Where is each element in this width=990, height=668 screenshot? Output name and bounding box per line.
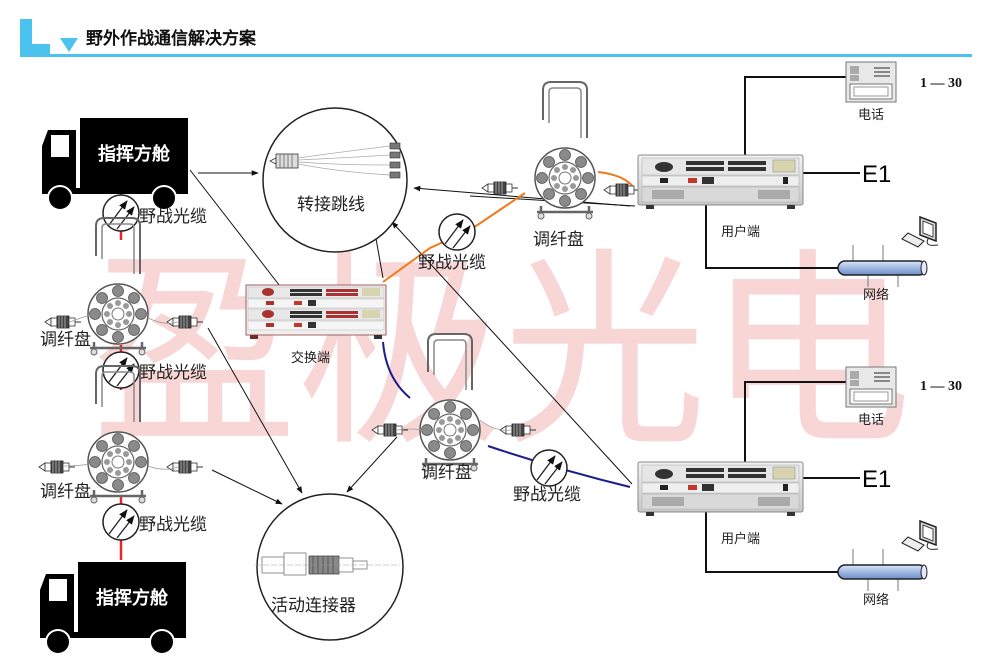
field-cable-5: 野战光缆: [513, 450, 581, 505]
line-truck-to-switch: [189, 169, 284, 291]
exchange-switch: [245, 284, 387, 339]
watermark-text: 盈极光电: [92, 230, 912, 475]
phone-icon: [845, 61, 897, 103]
cable-label-2: 野战光缆: [139, 363, 207, 383]
field-cable-4: 野战光缆: [418, 214, 486, 273]
fiber-reel-center: 调纤盘: [371, 332, 537, 483]
phone2-line: [744, 381, 846, 467]
command-truck-bottom: 指挥方舱: [39, 561, 187, 655]
user-end-label-1: 用户端: [721, 224, 760, 240]
fiber-reel-left-1: 调纤盘: [40, 216, 204, 357]
switch-label: 交换端: [291, 350, 330, 366]
arrow-reel-to-connector: [207, 327, 303, 494]
phone-icon: [845, 366, 897, 408]
fiber-reel-icon: [533, 80, 597, 221]
fiber-reel-top: 调纤盘: [481, 80, 641, 250]
network-label-1: 网络: [863, 287, 889, 303]
cable-label-4: 野战光缆: [418, 253, 486, 273]
patch-cord-icon: [269, 142, 401, 179]
user-end-label-2: 用户端: [721, 531, 760, 547]
page-title: 野外作战通信解决方案: [86, 28, 257, 49]
phone1-line: [744, 76, 846, 155]
cable-label-1: 野战光缆: [139, 207, 207, 227]
phone-label-2: 电话: [858, 413, 884, 428]
cable-icon: [103, 504, 139, 540]
network-pipe-icon: [837, 520, 939, 592]
phone-range-1: 1 — 30: [920, 76, 962, 91]
arrow-reel2-to-connector: [211, 469, 283, 505]
cable-icon: [531, 450, 567, 486]
header-underline: [20, 54, 972, 57]
phone-label-1: 电话: [858, 108, 884, 123]
network-2: [837, 520, 939, 592]
reel-label-center: 调纤盘: [421, 463, 472, 483]
field-cable-1: 野战光缆: [103, 195, 207, 231]
active-connector-icon: [255, 552, 400, 576]
e1-label-1: E1: [862, 161, 891, 188]
connector-plug-icon: [38, 460, 76, 474]
connector-label: 活动连接器: [271, 596, 356, 616]
cable-label-3: 野战光缆: [139, 515, 207, 535]
net1-line: [705, 188, 838, 269]
cable-icon: [439, 214, 475, 250]
connector-plug-icon: [481, 181, 519, 195]
reel-label-left-1: 调纤盘: [40, 330, 91, 350]
blue-link-upper: [382, 341, 411, 399]
cable-label-5: 野战光缆: [513, 485, 581, 505]
arrow-user2-to-patch: [391, 221, 633, 485]
patch-cord-node: 转接跳线: [262, 107, 408, 253]
phone-2: [845, 366, 897, 408]
header: 野外作战通信解决方案: [20, 19, 972, 57]
connector-plug-icon: [603, 183, 641, 197]
phone-range-2: 1 — 30: [920, 379, 962, 394]
e1-label-2: E1: [862, 466, 891, 493]
arrow-center-reel-to-connector: [346, 436, 398, 493]
arrow-user1-to-patch: [413, 185, 631, 207]
reel-label-left-2: 调纤盘: [40, 482, 91, 502]
net2-line: [705, 492, 838, 573]
reel-label-top: 调纤盘: [533, 230, 584, 250]
fiber-reel-left-2: 调纤盘: [38, 364, 204, 505]
network-label-2: 网络: [863, 592, 889, 608]
truck-label-bottom: 指挥方舱: [96, 587, 169, 609]
connector-plug-icon: [44, 315, 82, 329]
command-truck-top: 指挥方舱: [41, 117, 189, 211]
active-connector-node: 活动连接器: [255, 493, 404, 641]
header-accent-base: [20, 44, 50, 54]
truck-label-top: 指挥方舱: [98, 143, 171, 165]
patch-cord-label: 转接跳线: [297, 195, 365, 215]
user-end-device-1: [637, 154, 804, 210]
user-end-device-2: [637, 461, 804, 517]
field-cable-3: 野战光缆: [103, 504, 207, 540]
header-triangle-icon: [60, 38, 78, 52]
field-cable-2: 野战光缆: [103, 352, 207, 388]
phone-1: [845, 61, 897, 103]
